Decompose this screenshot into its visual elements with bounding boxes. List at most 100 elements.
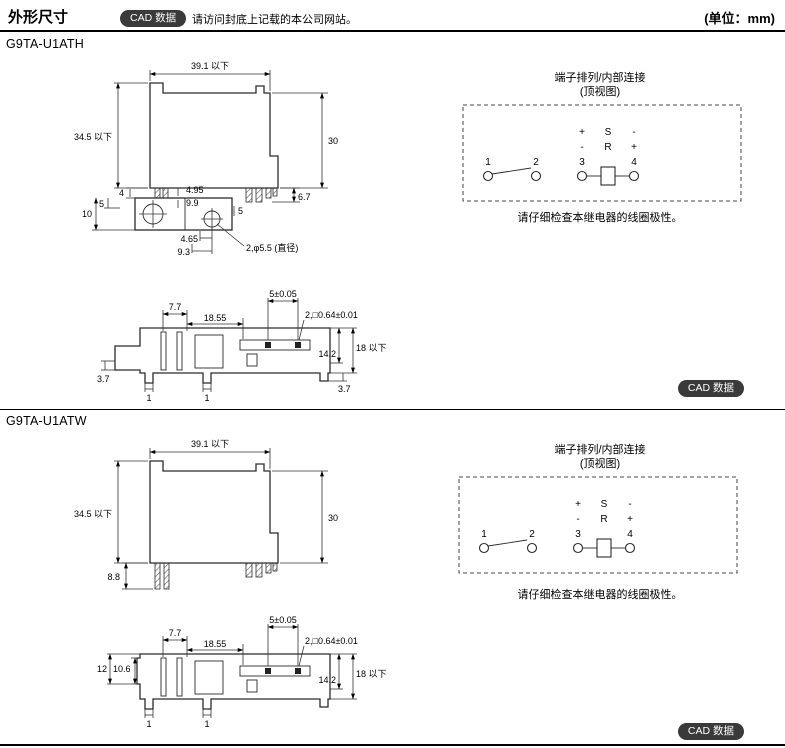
model-name-ath: G9TA-U1ATH	[6, 37, 84, 51]
dim-3-7-right: 3.7	[328, 373, 351, 394]
dim-18-55: 18.55	[186, 639, 244, 665]
relay-body-outline	[149, 460, 279, 590]
dim-width: 39.1 以下	[149, 61, 271, 91]
dim-square-terminal: 2,□0.64±0.01	[298, 636, 358, 667]
dim-14-2-label: 14.2	[318, 349, 336, 359]
dim-1a: 1	[144, 383, 154, 403]
terminal-heading-ath: 端子排列/内部连接 (顶视图)	[455, 72, 745, 100]
polarity-minus-2: -	[576, 514, 579, 525]
dim-18-max-label: 18 以下	[356, 343, 387, 353]
dim-14-2-label: 14.2	[318, 675, 336, 685]
dim-square-terminal-label: 2,□0.64±0.01	[305, 310, 358, 320]
cad-data-link[interactable]: CAD 数据	[677, 380, 744, 398]
side-view-drawing-ath: 39.1 以下 34.5 以下 30 4 5 10 4.95 9.9 5	[74, 61, 338, 257]
pin-3-label: 3	[579, 157, 585, 168]
hole-callout: 2,φ5.5 (直径)	[216, 223, 298, 253]
terminal-title: 端子排列/内部连接	[554, 72, 646, 84]
dim-7-7-label: 7.7	[169, 628, 182, 638]
dim-5-tol: 5±0.05	[267, 289, 299, 340]
dim-18-55-label: 18.55	[204, 639, 227, 649]
dim-square-terminal: 2,□0.64±0.01	[298, 310, 358, 341]
terminal-dashed-box	[462, 104, 742, 202]
dim-10: 10	[82, 197, 135, 231]
dim-9-3-label: 9.3	[177, 247, 190, 257]
terminal-subtitle: (顶视图)	[579, 457, 621, 470]
hole-callout-label: 2,φ5.5 (直径)	[246, 242, 298, 253]
section-divider	[0, 409, 785, 410]
contact-symbol	[482, 167, 542, 182]
bottom-divider	[0, 744, 785, 746]
polarity-minus-1: -	[632, 127, 635, 138]
dim-12-label: 12	[97, 664, 107, 674]
dim-4: 4	[119, 187, 148, 199]
terminal-subtitle: (顶视图)	[579, 85, 621, 98]
dim-9-3: 9.3	[177, 244, 212, 257]
dim-4-label: 4	[119, 188, 124, 198]
side-view-drawing-atw: 39.1 以下 34.5 以下 30 8.8	[74, 439, 338, 590]
dim-width-label: 39.1 以下	[191, 439, 229, 449]
terminal-heading-atw: 端子排列/内部连接 (顶视图)	[455, 444, 745, 472]
dim-1b: 1	[202, 383, 212, 403]
dim-4-95: 4.95	[177, 185, 204, 196]
cad-data-link[interactable]: CAD 数据	[677, 723, 744, 741]
dim-5a: 5	[99, 198, 120, 209]
header-cad-badge-wrap: CAD 数据	[120, 8, 187, 28]
terminal-slot-2	[295, 342, 301, 348]
dim-7-7-label: 7.7	[169, 302, 182, 312]
relay-body-outline	[149, 82, 279, 203]
dim-18-55-label: 18.55	[204, 313, 227, 323]
model-name-atw: G9TA-U1ATW	[6, 414, 87, 428]
terminal-diagram-atw: 1 2 3 4 + S - - R +	[458, 476, 738, 574]
pin-2-label: 2	[529, 529, 535, 540]
terminal-diagram-ath: 1 2 3 4 + S - - R +	[462, 104, 742, 202]
cad-badge-wrap-ath: CAD 数据	[677, 378, 744, 398]
dim-8-8-label: 8.8	[107, 572, 120, 582]
mounting-flange	[134, 197, 233, 231]
dim-1b-label: 1	[204, 393, 209, 403]
dim-9-9: 9.9	[177, 198, 199, 208]
polarity-plus-2: +	[631, 142, 637, 153]
bottom-view-drawing-ath: 7.7 18.55 5±0.05 2,□0.64±0.01 14.2 18 以下…	[97, 289, 387, 403]
dim-1b: 1	[202, 709, 212, 729]
dim-7-7: 7.7	[162, 628, 188, 657]
polarity-plus-1: +	[579, 127, 585, 138]
dim-height-label: 34.5 以下	[74, 509, 112, 519]
dim-18-max: 18 以下	[330, 653, 387, 700]
unit-note: (单位：mm)	[704, 11, 775, 26]
dim-4-65: 4.65	[180, 229, 213, 254]
dim-10-6-label: 10.6	[113, 664, 131, 674]
dim-14-2: 14.2	[318, 653, 357, 690]
dim-10-label: 10	[82, 209, 92, 219]
terminal-slot-1	[265, 668, 271, 674]
coil-polarity-caution-ath: 请仔细检查本继电器的线圈极性。	[517, 212, 683, 224]
polarity-plus-2: +	[627, 514, 633, 525]
dim-1a-label: 1	[146, 393, 151, 403]
dim-5-tol-label: 5±0.05	[269, 289, 296, 299]
dim-30-label: 30	[328, 136, 338, 146]
dim-7-7: 7.7	[162, 302, 188, 331]
terminal-title: 端子排列/内部连接	[554, 444, 646, 456]
polarity-minus-2: -	[580, 142, 583, 153]
pin-2-label: 2	[533, 157, 539, 168]
dim-12: 12	[97, 653, 140, 685]
dim-6-7: 6.7	[272, 187, 311, 203]
cad-visit-note: 请访问封底上记载的本公司网站。	[192, 14, 357, 26]
dim-8-8: 8.8	[107, 562, 153, 590]
polarity-minus-1: -	[628, 499, 631, 510]
dim-3-7-right-label: 3.7	[338, 384, 351, 394]
dim-width-label: 39.1 以下	[191, 61, 229, 71]
dim-3-7-left-label: 3.7	[97, 374, 110, 384]
dim-square-terminal-label: 2,□0.64±0.01	[305, 636, 358, 646]
dim-9-9-label: 9.9	[186, 198, 199, 208]
dim-height: 34.5 以下	[74, 82, 148, 189]
pin-1-label: 1	[485, 157, 491, 168]
terminal-slot-2	[295, 668, 301, 674]
dim-width: 39.1 以下	[149, 439, 271, 469]
coil-s-label: S	[601, 499, 608, 510]
pin-4-label: 4	[627, 529, 633, 540]
coil-symbol	[572, 538, 636, 558]
dim-18-55: 18.55	[186, 313, 244, 339]
dim-1b-label: 1	[204, 719, 209, 729]
dim-1a-label: 1	[146, 719, 151, 729]
coil-r-label: R	[600, 514, 607, 525]
